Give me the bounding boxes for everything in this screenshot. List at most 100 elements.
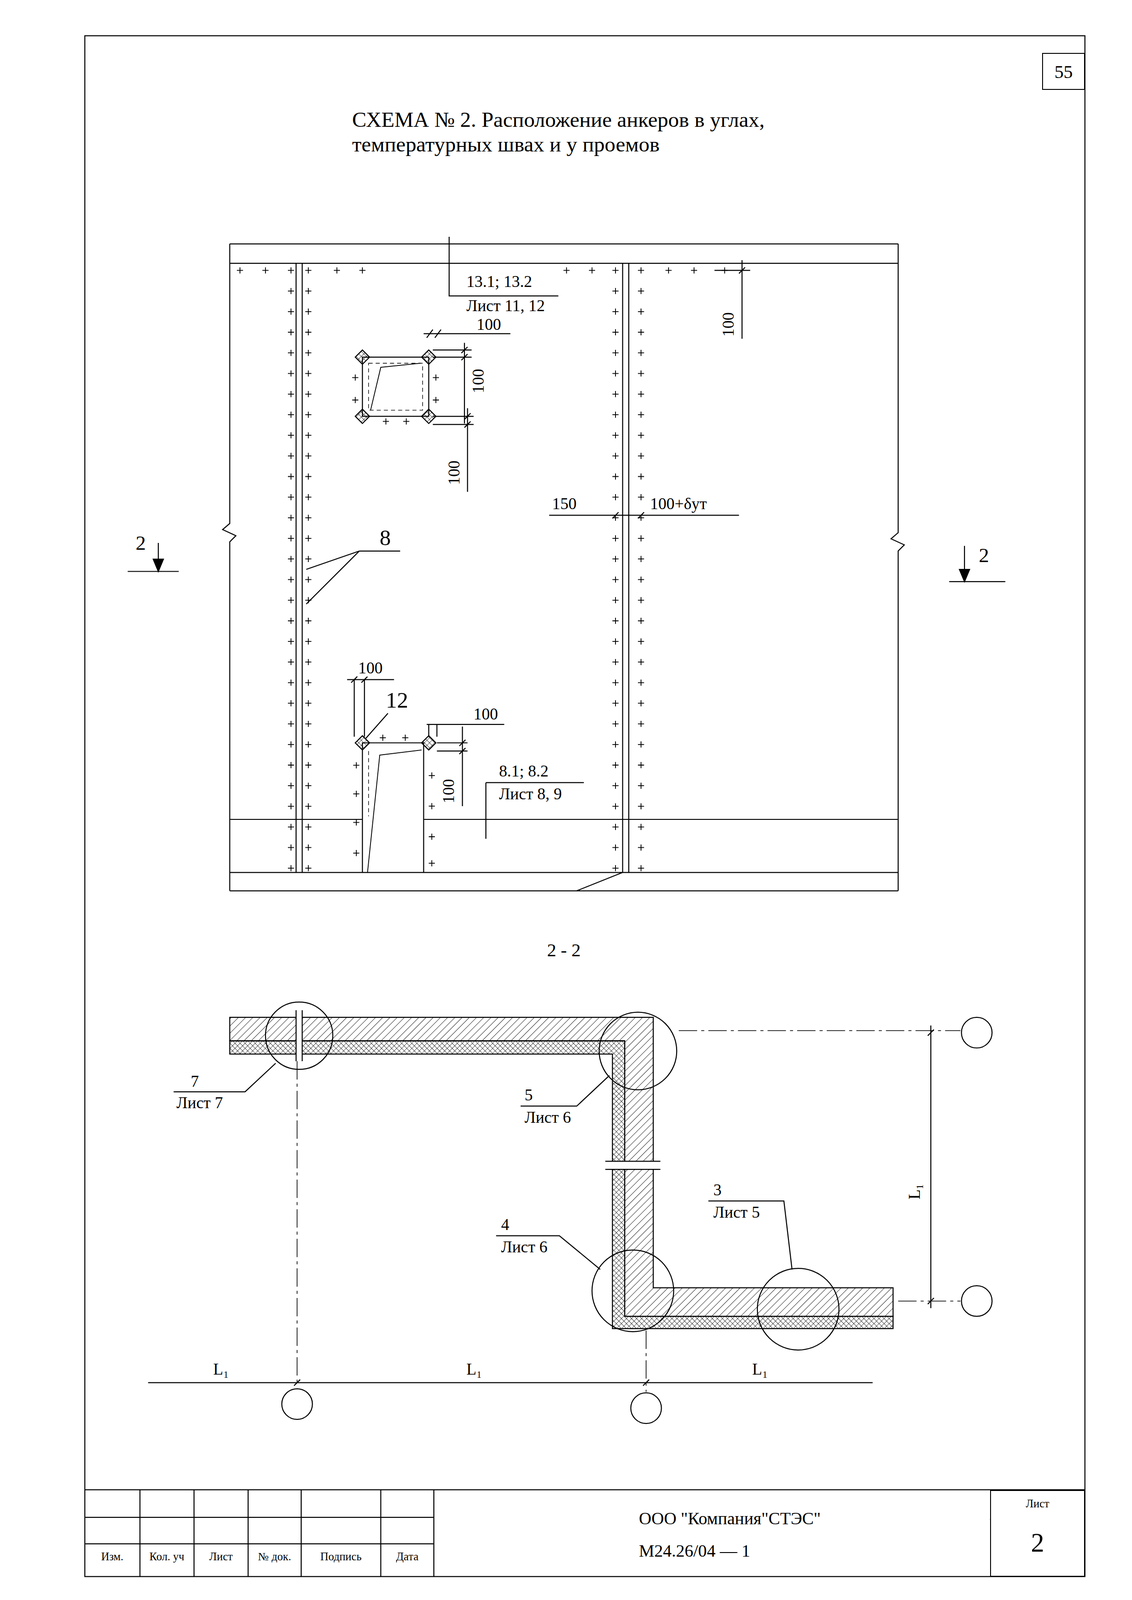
door-frame xyxy=(368,751,369,817)
anchor-mark xyxy=(287,865,294,872)
anchor-mark xyxy=(612,432,619,439)
anchor-mark xyxy=(262,267,269,274)
anchor-mark xyxy=(287,597,294,604)
anchor-mark xyxy=(612,844,619,851)
anchor-mark xyxy=(305,597,312,604)
reference-note: 8.1; 8.2 xyxy=(498,763,550,780)
anchor-mark xyxy=(305,617,312,624)
section-mark: 2 xyxy=(977,545,990,566)
leader-line xyxy=(306,551,401,605)
anchor-mark xyxy=(287,411,294,418)
anchor-mark xyxy=(333,267,340,274)
leader-line xyxy=(495,1236,600,1270)
dimension: 100 xyxy=(472,706,500,723)
anchor-mark xyxy=(287,267,294,274)
anchor-mark xyxy=(305,658,312,665)
organization-name: ООО "Компания"СТЭС" xyxy=(637,1509,822,1528)
anchor-mark xyxy=(612,473,619,480)
anchor-mark xyxy=(637,782,644,789)
anchor-mark xyxy=(428,833,435,840)
anchor-mark xyxy=(637,741,644,748)
anchor-mark xyxy=(305,824,312,830)
anchor-mark xyxy=(287,473,294,480)
detail-circle xyxy=(265,1001,334,1070)
leader-line xyxy=(520,1075,610,1106)
anchor-mark xyxy=(305,267,312,274)
anchor-mark xyxy=(305,782,312,789)
drawing-lines xyxy=(84,35,1086,1577)
anchor-mark xyxy=(612,329,619,336)
anchor-mark xyxy=(637,287,644,294)
sheet-reference: Лист 11, 12 xyxy=(465,297,546,315)
anchor-mark xyxy=(379,734,386,741)
section-title: 2 - 2 xyxy=(546,941,582,960)
anchor-mark xyxy=(612,803,619,810)
anchor-mark xyxy=(612,267,619,274)
dimension: 100 xyxy=(720,311,737,339)
anchor-mark xyxy=(637,803,644,810)
anchor-mark xyxy=(353,790,360,797)
sheet-reference: Лист 5 xyxy=(712,1204,762,1221)
title-block-grid xyxy=(84,1489,1086,1577)
anchor-mark xyxy=(287,556,294,563)
anchor-mark xyxy=(287,576,294,583)
anchor-mark xyxy=(612,287,619,294)
title-block-cell: Изм. xyxy=(85,1551,139,1563)
anchor-mark xyxy=(402,734,409,741)
anchor-mark xyxy=(305,865,312,872)
anchor-mark xyxy=(637,720,644,727)
anchor-mark xyxy=(637,411,644,418)
anchor-mark xyxy=(305,700,312,707)
document-code: М24.26/04 — 1 xyxy=(637,1542,752,1560)
anchor-mark xyxy=(403,418,410,425)
window-sash xyxy=(370,363,421,411)
anchor-mark xyxy=(612,411,619,418)
anchor-mark xyxy=(612,597,619,604)
anchor-mark xyxy=(612,556,619,563)
anchor-mark xyxy=(428,860,435,866)
anchor-mark xyxy=(305,411,312,418)
anchor-mark xyxy=(612,700,619,707)
anchor-mark xyxy=(612,453,619,460)
anchor-mark xyxy=(612,782,619,789)
anchor-mark xyxy=(287,803,294,810)
anchor-mark xyxy=(637,391,644,397)
anchor-mark xyxy=(637,597,644,604)
leader-line xyxy=(448,236,559,297)
anchor-mark xyxy=(637,267,644,274)
dimension-line xyxy=(148,1025,934,1387)
anchor-mark xyxy=(637,349,644,356)
leader-line xyxy=(708,1200,793,1270)
anchor-mark xyxy=(612,741,619,748)
anchor-mark xyxy=(305,576,312,583)
anchor-mark xyxy=(287,391,294,397)
anchor-mark xyxy=(637,700,644,707)
break-line xyxy=(891,244,905,892)
anchor-mark xyxy=(612,658,619,665)
dimension-line xyxy=(426,724,505,807)
anchor-mark xyxy=(637,370,644,377)
anchor-mark xyxy=(637,824,644,830)
anchor-mark xyxy=(612,638,619,645)
axis-dimension: L₁ xyxy=(212,1361,230,1378)
callout-number: 8 xyxy=(378,526,392,549)
door-leaf xyxy=(367,750,422,873)
corner-anchor xyxy=(355,349,370,365)
anchor-mark xyxy=(287,720,294,727)
anchor-mark xyxy=(305,556,312,563)
anchor-marks xyxy=(236,267,728,872)
anchor-mark xyxy=(690,267,697,274)
anchor-mark xyxy=(305,844,312,851)
anchor-mark xyxy=(305,391,312,397)
grid-axis xyxy=(297,1030,961,1393)
detail-circle xyxy=(599,1012,677,1091)
anchor-mark xyxy=(236,267,243,274)
axis-dimension: L₁ xyxy=(906,1183,924,1201)
anchor-mark xyxy=(665,267,672,274)
break-line xyxy=(222,244,236,892)
anchor-mark xyxy=(305,741,312,748)
anchor-mark xyxy=(637,658,644,665)
dimension: 100 xyxy=(357,660,384,677)
anchor-mark xyxy=(382,418,389,425)
anchor-mark xyxy=(305,761,312,768)
